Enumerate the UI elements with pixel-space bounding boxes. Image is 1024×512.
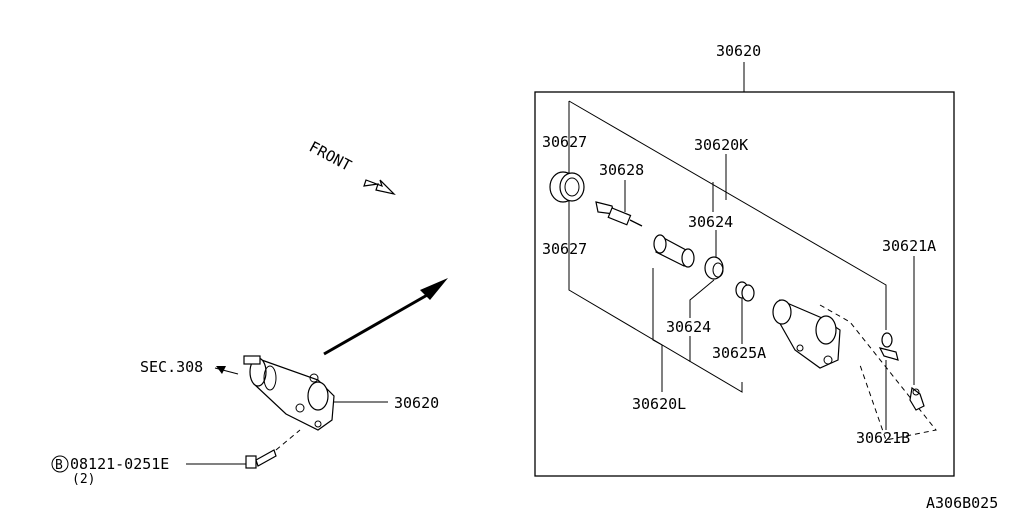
leader-30624b (689, 279, 715, 318)
diagram-code: A306B025 (926, 494, 998, 512)
label-front: FRONT (306, 138, 354, 175)
piston-30620l-part (653, 234, 695, 268)
big-arrow-shaft (323, 288, 437, 356)
cap-30627-part (549, 171, 585, 203)
label-assy-top: 30620 (716, 42, 761, 60)
label-30621b: 30621B (856, 429, 910, 447)
label-sec: SEC.308 (140, 358, 203, 376)
label-30624a: 30624 (688, 213, 733, 231)
left-cylinder-assembly (243, 355, 335, 431)
bolt-dash (275, 429, 301, 451)
label-30627a: 30627 (542, 133, 587, 151)
big-arrow-head-icon (420, 278, 448, 300)
cylinder-body-part (772, 299, 841, 369)
front-arrow-icon (363, 179, 396, 196)
label-bolt-marker: B (55, 458, 63, 473)
kit-outline-upper (568, 100, 887, 330)
bleeder-30621a-part (909, 386, 925, 411)
label-bolt: 08121-0251E (70, 455, 169, 473)
label-30627b: 30627 (542, 240, 587, 258)
label-bolt-qty: (2) (72, 472, 95, 487)
bleeder-dash (819, 304, 937, 441)
bolt-part (245, 449, 277, 469)
spring-30625a-part (735, 281, 755, 302)
label-30625a: 30625A (712, 344, 766, 362)
seal-30624-part (704, 256, 724, 280)
leader-30620l (652, 268, 663, 392)
pushrod-30628-part (595, 201, 643, 227)
label-assy-side: 30620 (394, 394, 439, 412)
sec-arrow-icon (216, 366, 226, 374)
bolt-marker-circle (51, 455, 69, 473)
label-30624b: 30624 (666, 318, 711, 336)
label-30621a: 30621A (882, 237, 936, 255)
label-30620l: 30620L (632, 395, 686, 413)
label-30628: 30628 (599, 161, 644, 179)
bleeder-30621b-part (878, 332, 899, 361)
label-30620k: 30620K (694, 136, 748, 154)
